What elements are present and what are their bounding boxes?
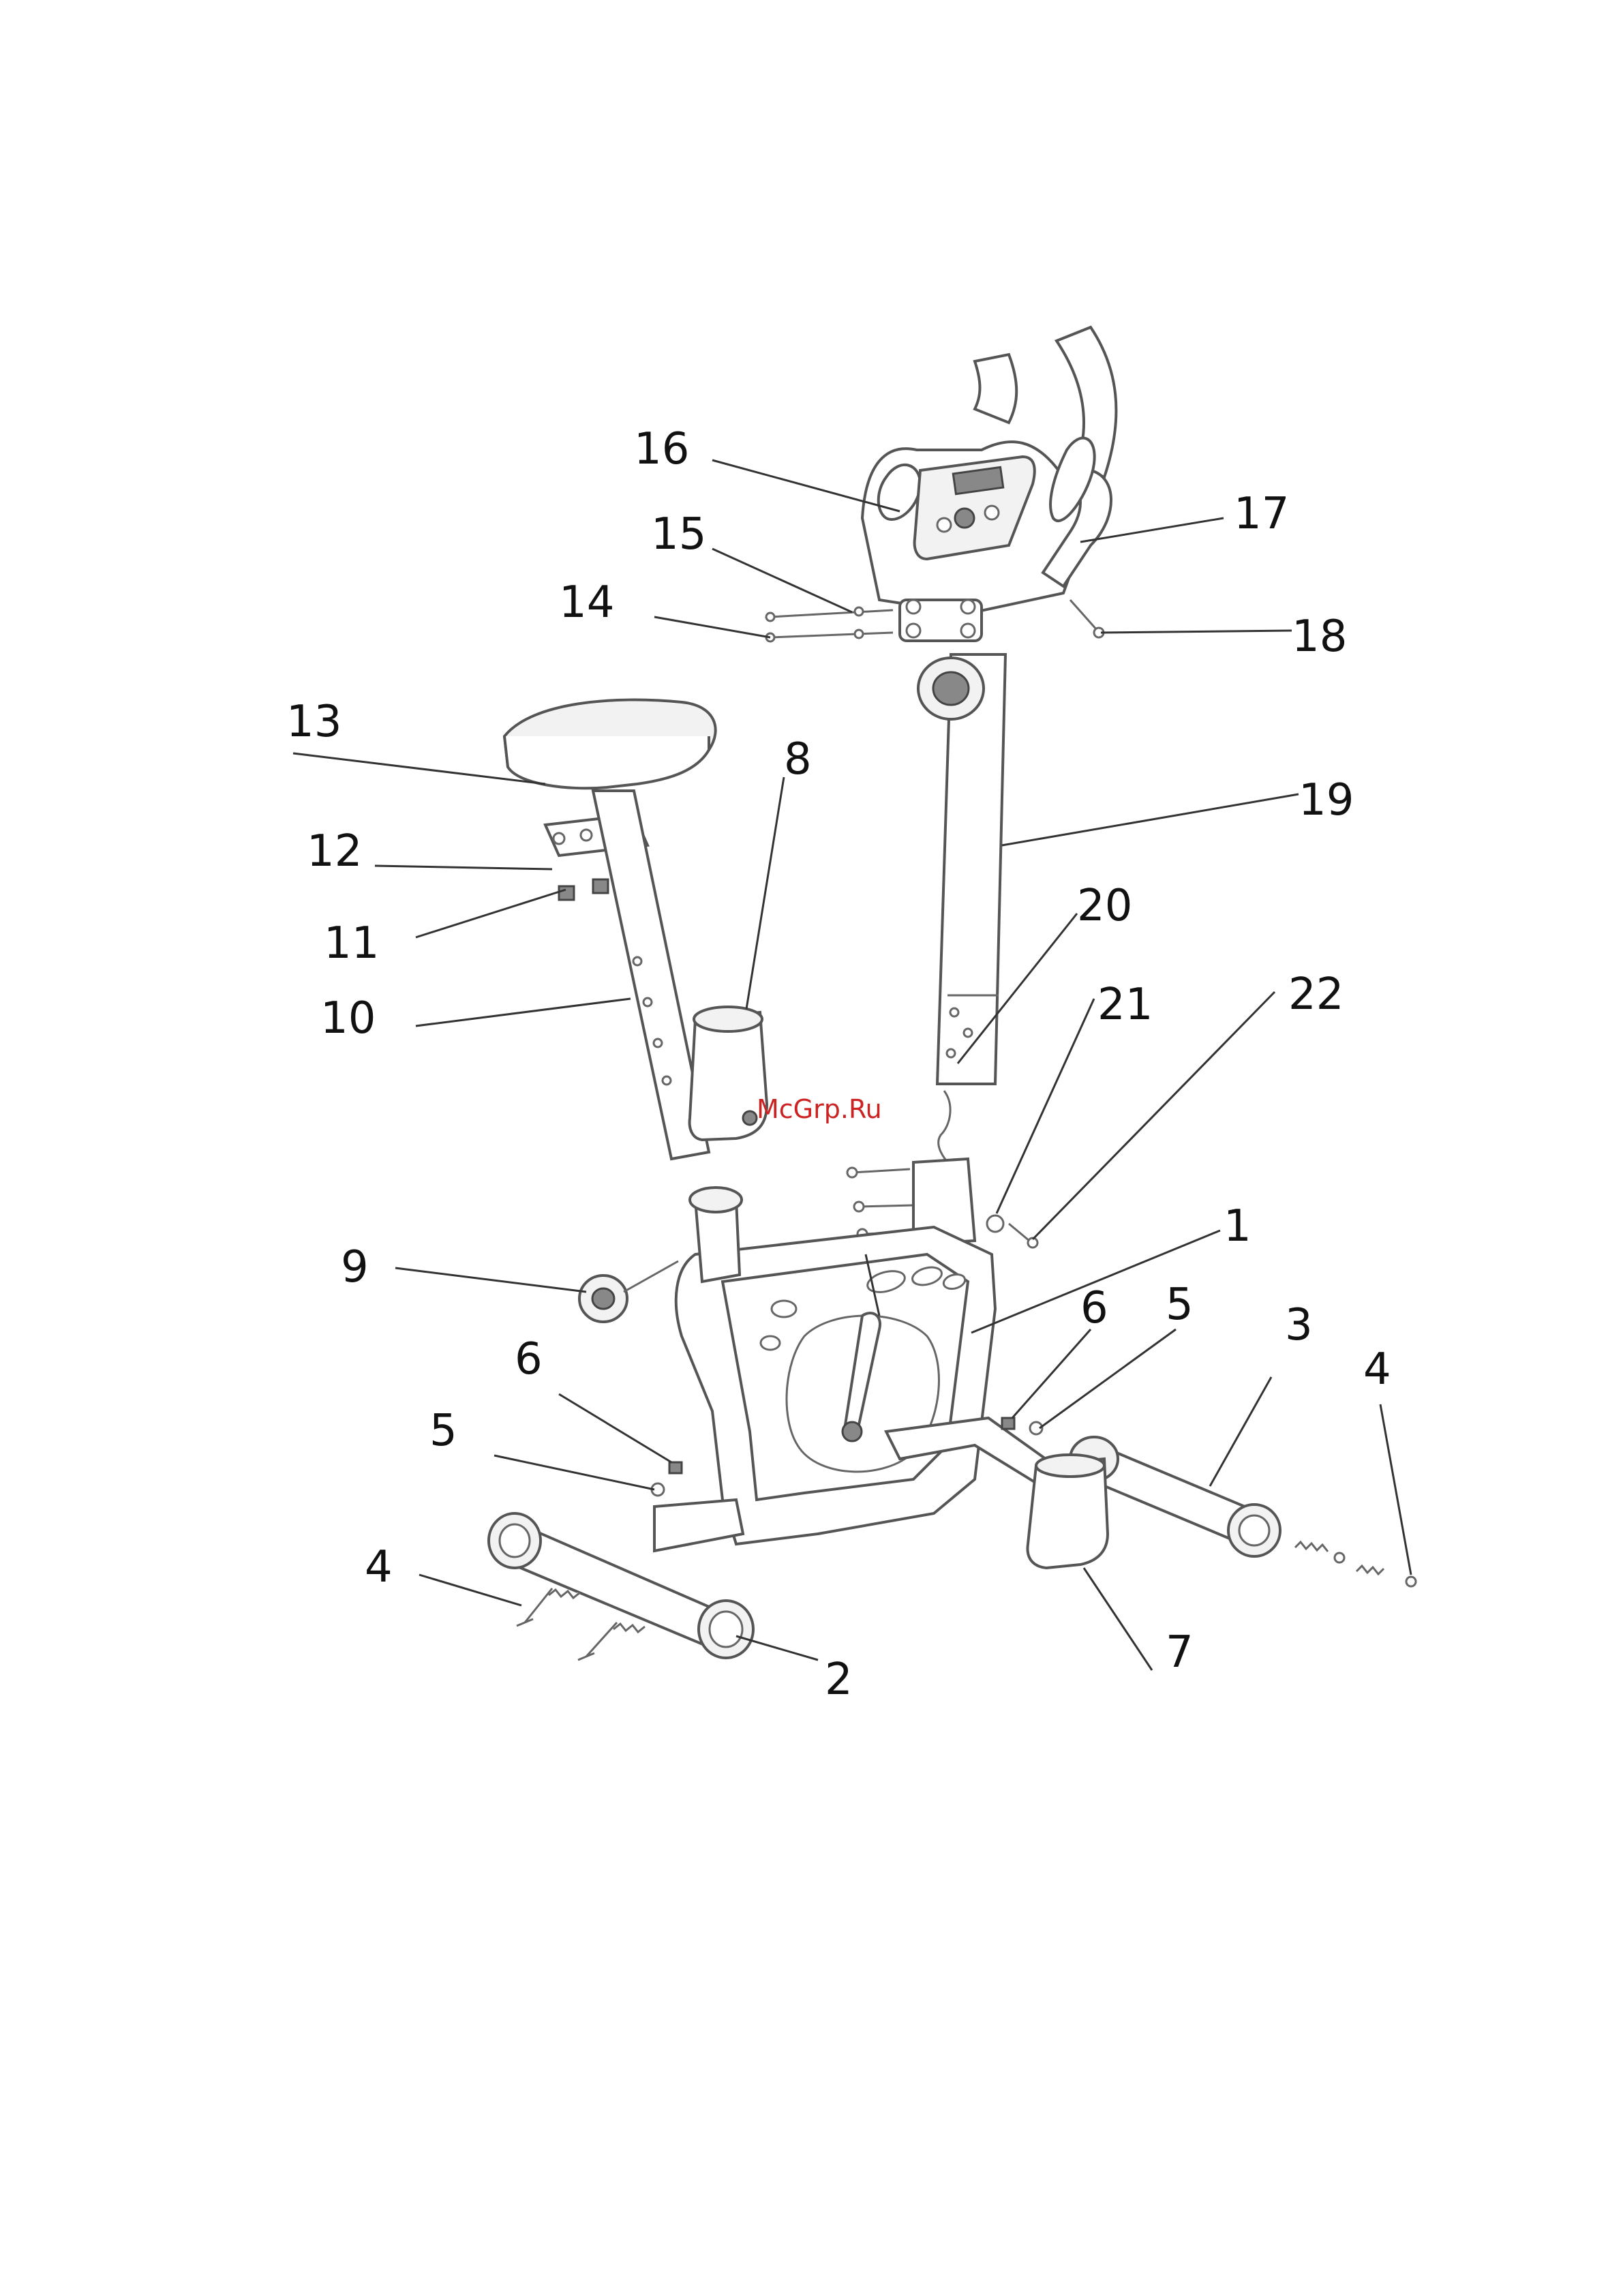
label-11: 11 xyxy=(324,918,379,969)
label-15: 15 xyxy=(651,509,706,560)
label-2: 2 xyxy=(825,1655,853,1705)
label-18: 18 xyxy=(1292,611,1347,662)
label-1: 1 xyxy=(1224,1201,1252,1252)
part-13-seat xyxy=(504,700,716,789)
label-3: 3 xyxy=(1285,1300,1313,1350)
tension-knob xyxy=(918,658,984,719)
label-12: 12 xyxy=(307,826,362,877)
handlebar-clamp xyxy=(900,600,982,641)
part-15-bolts xyxy=(766,607,893,621)
part-18-screw xyxy=(1070,600,1104,637)
label-4-left: 4 xyxy=(365,1542,393,1592)
label-5-right: 5 xyxy=(1166,1280,1194,1330)
watermark-text: McGrp.Ru xyxy=(757,1094,882,1124)
label-20: 20 xyxy=(1077,881,1132,931)
part-7-rear-cover xyxy=(1027,1455,1108,1568)
part-22-bolt xyxy=(1009,1224,1037,1248)
label-22: 22 xyxy=(1288,969,1344,1020)
label-5-left: 5 xyxy=(429,1406,457,1456)
label-13: 13 xyxy=(286,697,342,747)
part-14-bolts xyxy=(766,630,893,641)
label-7: 7 xyxy=(1166,1627,1194,1678)
label-9: 9 xyxy=(341,1242,369,1293)
part-1-main-frame xyxy=(676,1159,995,1544)
part-6-nut-right xyxy=(1002,1418,1014,1429)
part-6-nut-left xyxy=(669,1462,682,1473)
label-8: 8 xyxy=(784,734,812,785)
part-4-bolts-right xyxy=(1295,1542,1416,1586)
post-bolts xyxy=(847,1168,917,1239)
label-14: 14 xyxy=(559,577,614,628)
label-10: 10 xyxy=(320,993,376,1044)
part-9-knob xyxy=(579,1261,678,1322)
part-8-cover xyxy=(690,1007,767,1140)
part-21-washer xyxy=(987,1215,1003,1232)
part-20-cable xyxy=(939,1091,951,1166)
label-6-right: 6 xyxy=(1080,1283,1108,1333)
label-21: 21 xyxy=(1097,980,1153,1030)
label-16: 16 xyxy=(634,424,689,474)
label-4-right: 4 xyxy=(1363,1344,1391,1395)
label-17: 17 xyxy=(1234,489,1289,539)
label-6-left: 6 xyxy=(515,1334,543,1385)
label-19: 19 xyxy=(1299,775,1354,826)
